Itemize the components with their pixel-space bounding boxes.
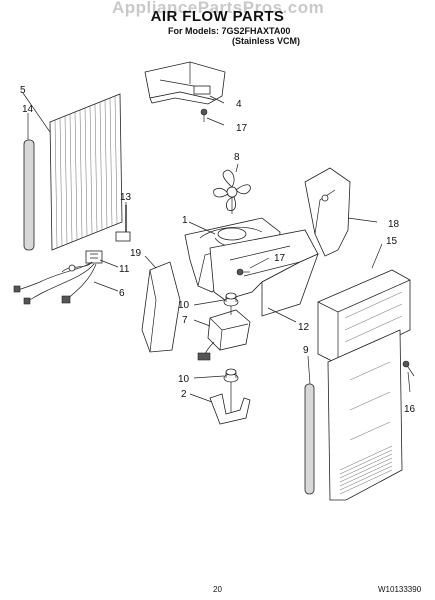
variant-line: (Stainless VCM) xyxy=(232,36,301,46)
document-id: W10133390 xyxy=(378,585,422,594)
part-10-grommet-upper xyxy=(223,292,239,307)
part-9-seal-strip xyxy=(304,383,315,495)
callout-labels: 4 17 5 14 8 13 1 18 15 17 19 11 6 10 12 … xyxy=(20,85,416,415)
part-4-bracket xyxy=(144,61,226,105)
models-line: For Models: 7GS2FHAXTA00 xyxy=(168,26,291,36)
leader-lines xyxy=(22,92,411,403)
page-title: AIR FLOW PARTS xyxy=(150,8,285,25)
callout-18: 18 xyxy=(388,219,400,230)
part-2-motor-bracket xyxy=(209,382,251,425)
callout-4: 4 xyxy=(236,99,242,110)
part-12-duct-cover xyxy=(209,229,319,317)
callout-17-top: 17 xyxy=(236,123,248,134)
part-16-screw xyxy=(402,360,415,377)
callout-17-mid: 17 xyxy=(274,253,286,264)
callout-19: 19 xyxy=(130,248,142,259)
part-11-connector xyxy=(85,250,103,264)
callout-10-upper: 10 xyxy=(178,300,190,311)
callout-8: 8 xyxy=(234,152,240,163)
part-17-screw-mid xyxy=(236,268,250,276)
part-7-fan-motor xyxy=(197,306,251,361)
callout-7: 7 xyxy=(182,315,188,326)
part-6-wire-harness xyxy=(13,261,97,305)
watermark-text: AppliancePartsPros.com xyxy=(112,0,325,17)
callout-11: 11 xyxy=(119,264,130,275)
page-number: 20 xyxy=(213,585,222,594)
model-info: For Models: 7GS2FHAXTA00 (Stainless VCM) xyxy=(168,26,300,46)
callout-5: 5 xyxy=(20,85,26,96)
callout-15: 15 xyxy=(386,236,398,247)
part-17-screw-top xyxy=(200,108,208,122)
callout-12: 12 xyxy=(298,322,310,333)
callout-2: 2 xyxy=(181,389,187,400)
callout-13: 13 xyxy=(120,192,132,203)
callout-14: 14 xyxy=(22,104,34,115)
callout-6: 6 xyxy=(119,288,125,299)
callout-16: 16 xyxy=(404,404,416,415)
part-15-evaporator-cover xyxy=(317,269,411,501)
part-10-grommet-lower xyxy=(223,368,239,383)
callout-10-lower: 10 xyxy=(178,374,190,385)
part-8-fan-blade xyxy=(213,169,251,214)
part-19-side-bracket xyxy=(141,261,181,353)
part-5-grille xyxy=(49,93,123,251)
callout-1: 1 xyxy=(182,215,188,226)
part-14-seal-strip xyxy=(23,139,35,251)
part-18-rear-panel xyxy=(304,167,351,257)
callout-9: 9 xyxy=(303,345,309,356)
